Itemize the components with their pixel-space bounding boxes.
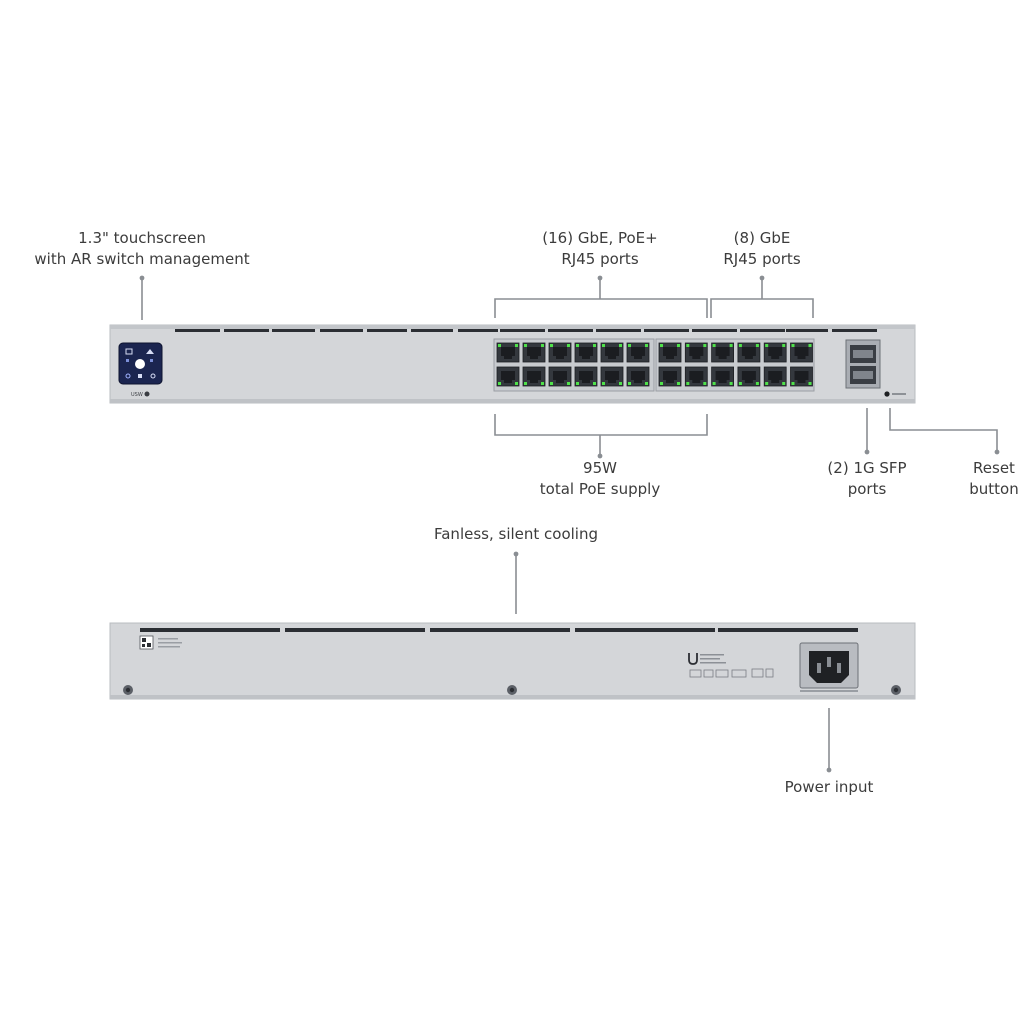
- power-input[interactable]: [799, 642, 859, 692]
- rj45-port[interactable]: [574, 366, 598, 387]
- gbe-poe-label-line1: (16) GbE, PoE+: [542, 229, 658, 247]
- rj45-port[interactable]: [496, 366, 520, 387]
- touchscreen-label-line2: with AR switch management: [34, 250, 250, 268]
- reset-label-line2: button: [969, 480, 1019, 498]
- reset-button[interactable]: [884, 391, 890, 397]
- rj45-port[interactable]: [496, 342, 520, 363]
- power-label-line1: Power input: [784, 778, 874, 796]
- rj45-port[interactable]: [684, 342, 708, 363]
- sfp-label-line2: ports: [847, 480, 887, 498]
- rj45-port[interactable]: [574, 342, 598, 363]
- poe-supply-label-line2: total PoE supply: [539, 480, 661, 498]
- rj45-port[interactable]: [626, 342, 650, 363]
- gbe-label-line2: RJ45 ports: [723, 250, 801, 268]
- cooling-label: Fanless, silent cooling: [434, 524, 598, 545]
- rj45-poe-block-right: [655, 338, 815, 392]
- gbe-label-line1: (8) GbE: [733, 229, 791, 247]
- gbe-poe-label-line2: RJ45 ports: [561, 250, 639, 268]
- gbe-poe-label: (16) GbE, PoE+ RJ45 ports: [542, 228, 657, 270]
- rj45-port[interactable]: [763, 366, 787, 387]
- gbe-label: (8) GbE RJ45 ports: [723, 228, 800, 270]
- screws: [123, 685, 901, 695]
- model-mark: USW: [131, 392, 143, 398]
- rj45-port[interactable]: [658, 342, 682, 363]
- rj45-port[interactable]: [522, 342, 546, 363]
- sfp-label: (2) 1G SFP ports: [827, 458, 906, 500]
- rj45-port[interactable]: [737, 366, 761, 387]
- callout-dots: [139, 275, 1000, 773]
- poe-supply-label-line1: 95W: [583, 459, 617, 477]
- qr-label: [139, 635, 182, 650]
- power-label: Power input: [785, 777, 874, 798]
- rj45-port[interactable]: [790, 342, 813, 363]
- rj45-port[interactable]: [600, 366, 624, 387]
- rj45-port[interactable]: [790, 366, 813, 387]
- rj45-port[interactable]: [711, 342, 734, 363]
- rj45-ports: [496, 342, 813, 387]
- rj45-port[interactable]: [763, 342, 787, 363]
- sfp-label-line1: (2) 1G SFP: [827, 459, 907, 477]
- touchscreen-label-line1: 1.3" touchscreen: [78, 229, 206, 247]
- rj45-port[interactable]: [684, 366, 708, 387]
- front-panel: USW: [109, 324, 916, 404]
- back-panel: [109, 622, 916, 700]
- front-vents: [175, 329, 877, 332]
- sfp-ports[interactable]: [845, 339, 881, 389]
- reset-label: Reset button: [969, 458, 1018, 500]
- cooling-label-line1: Fanless, silent cooling: [433, 525, 599, 543]
- regulatory-marks: [689, 654, 774, 678]
- rj45-port[interactable]: [658, 366, 682, 387]
- rj45-port[interactable]: [711, 366, 734, 387]
- rj45-port[interactable]: [548, 366, 572, 387]
- back-vents: [140, 628, 858, 632]
- callout-lines: [141, 278, 998, 770]
- reset-label-line1: Reset: [973, 459, 1015, 477]
- rj45-port[interactable]: [600, 342, 624, 363]
- logo-icon: [688, 653, 698, 665]
- touchscreen[interactable]: [118, 342, 163, 385]
- touchscreen-label: 1.3" touchscreen with AR switch manageme…: [34, 228, 249, 270]
- rj45-port[interactable]: [737, 342, 761, 363]
- rj45-port[interactable]: [626, 366, 650, 387]
- rj45-port[interactable]: [522, 366, 546, 387]
- rj45-port[interactable]: [548, 342, 572, 363]
- poe-supply-label: 95W total PoE supply: [540, 458, 660, 500]
